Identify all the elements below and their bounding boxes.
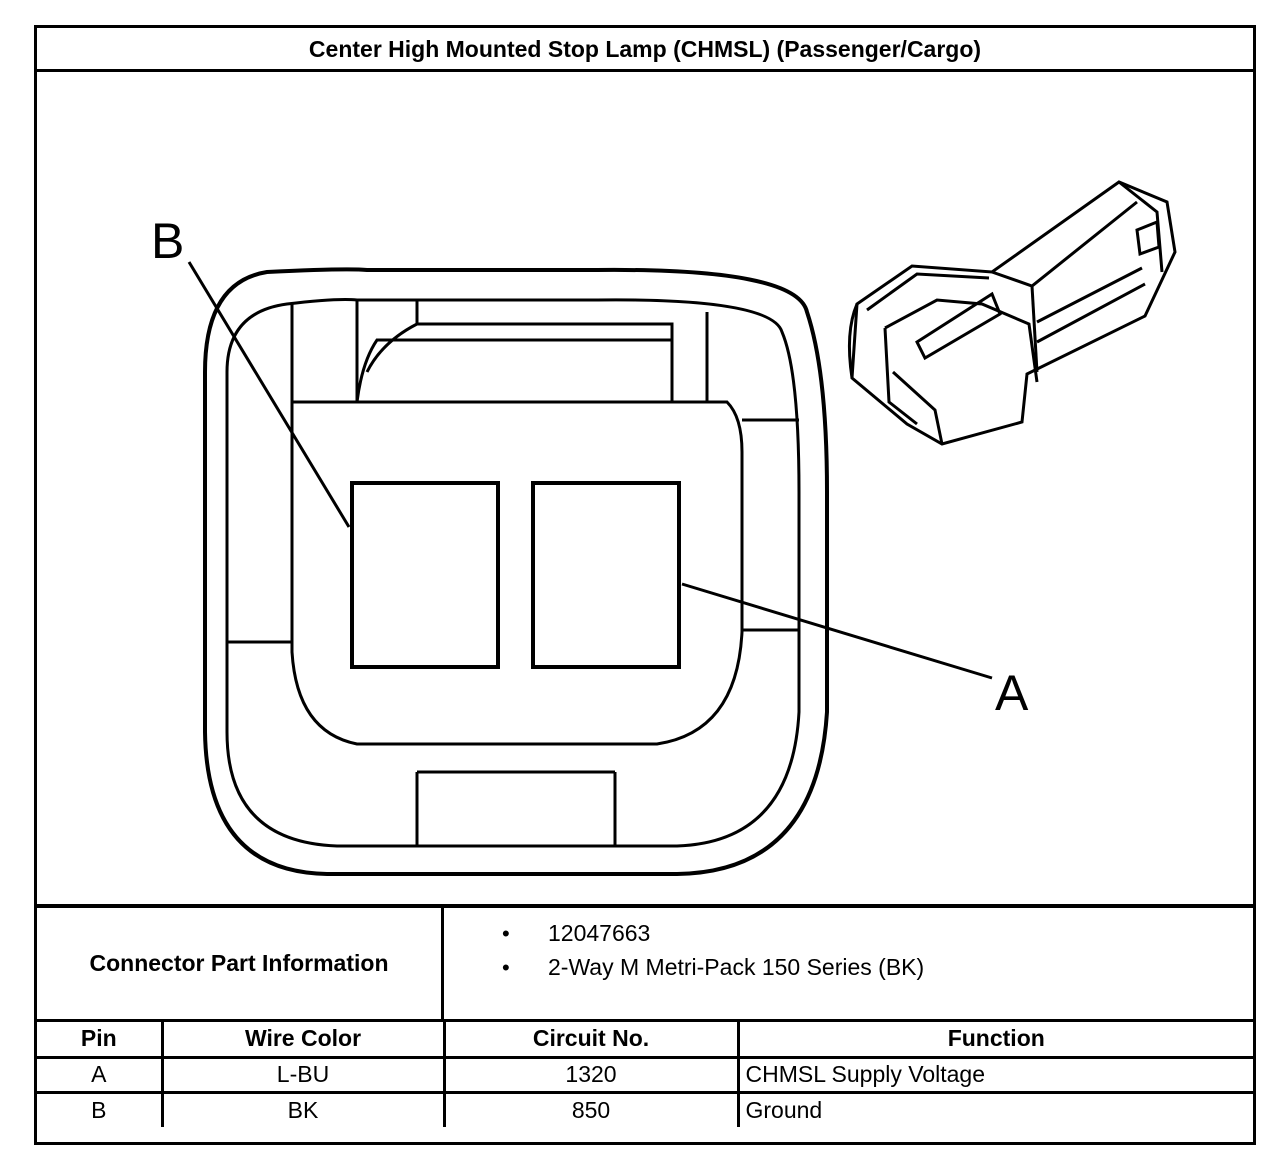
header-circuit-no: Circuit No. [442, 1022, 740, 1059]
connector-outer-shell [203, 267, 829, 876]
leader-line-a [681, 582, 993, 680]
table-row: B BK 850 Ground [37, 1090, 1253, 1127]
pin-cell: B [37, 1090, 164, 1127]
connector-part-info: Connector Part Information • 12047663 • 2-… [37, 904, 1253, 1022]
page-title: Center High Mounted Stop Lamp (CHMSL) (P… [37, 28, 1253, 72]
connector-series-item: • 2-Way M Metri-Pack 150 Series (BK) [502, 950, 924, 984]
pin-table: Pin Wire Color Circuit No. Function A L-… [37, 1022, 1253, 1127]
terminal-cavity-b [350, 481, 500, 669]
connector-face-diagram: B A [151, 180, 1177, 876]
function-cell: CHMSL Supply Voltage [736, 1055, 1253, 1094]
connector-info-label: Connector Part Information [37, 908, 444, 1019]
wire-color-cell: L-BU [160, 1055, 446, 1094]
circuit-cell: 1320 [442, 1055, 740, 1094]
leader-line-b [187, 261, 351, 528]
header-pin: Pin [37, 1022, 164, 1059]
header-function: Function [736, 1022, 1253, 1059]
connector-series: 2-Way M Metri-Pack 150 Series (BK) [548, 954, 925, 980]
pin-cell: A [37, 1055, 164, 1094]
table-row: A L-BU 1320 CHMSL Supply Voltage [37, 1055, 1253, 1094]
circuit-cell: 850 [442, 1090, 740, 1127]
connector-figure: B A [37, 72, 1253, 906]
table-header-row: Pin Wire Color Circuit No. Function [37, 1022, 1253, 1059]
connector-face [290, 400, 744, 746]
pin-label-b: B [151, 213, 184, 269]
side-rails [227, 418, 799, 644]
part-number: 12047663 [548, 920, 651, 946]
latch-top [290, 300, 709, 403]
bullet-icon: • [502, 921, 510, 946]
wire-color-cell: BK [160, 1090, 446, 1127]
header-wire-color: Wire Color [160, 1022, 446, 1059]
bullet-icon: • [502, 955, 510, 980]
connector-info-list: • 12047663 • 2-Way M Metri-Pack 150 Series… [444, 908, 1253, 1019]
terminal-cavity-a [531, 481, 681, 669]
part-number-item: • 12047663 [502, 916, 650, 950]
bottom-key [415, 770, 617, 846]
connector-perspective-icon [847, 180, 1177, 446]
connector-frame: Center High Mounted Stop Lamp (CHMSL) (P… [34, 25, 1256, 1145]
connector-inner-shell [225, 298, 801, 848]
function-cell: Ground [736, 1090, 1253, 1127]
pin-label-a: A [995, 665, 1029, 721]
